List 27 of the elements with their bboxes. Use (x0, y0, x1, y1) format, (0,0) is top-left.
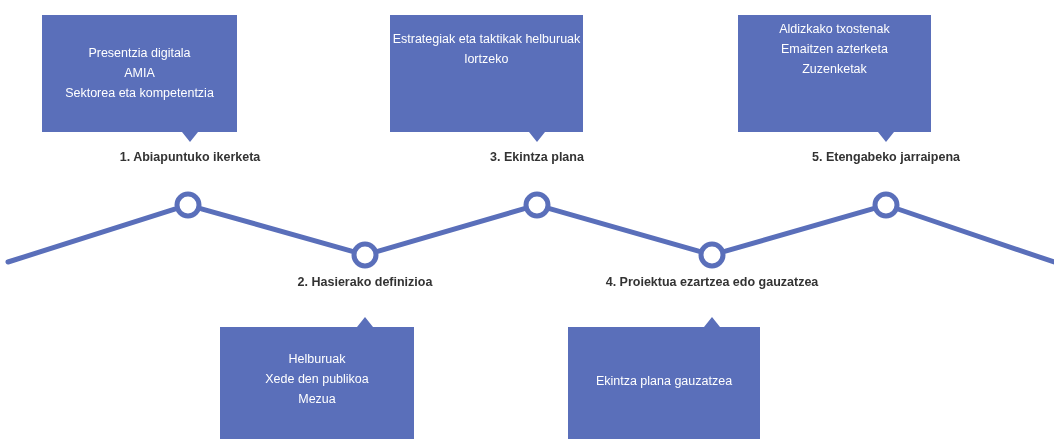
timeline-line (5, 206, 178, 265)
timeline-line (375, 206, 527, 254)
box-text: Xede den publikoa (264, 371, 370, 388)
timeline-line (722, 206, 876, 254)
box-text: Sektorea eta kompetentzia (64, 85, 215, 102)
box-text: Zuzenketak (801, 61, 868, 78)
box-text: Emaitzen azterketa (780, 41, 889, 58)
box-text: Helburuak (287, 351, 347, 368)
timeline-line (198, 206, 355, 254)
box-text: Estrategiak eta taktikak helburuak lortzeko (392, 31, 581, 68)
step-title: 3. Ekintza plana (490, 150, 584, 164)
timeline-line (547, 206, 702, 254)
box-text: AMIA (123, 65, 156, 82)
box-text: Ekintza plana gauzatzea (594, 373, 734, 390)
step-title: 4. Proiektua ezartzea edo gauzatzea (605, 275, 819, 289)
box-text: Presentzia digitala (87, 45, 192, 62)
timeline-marker (698, 241, 726, 269)
timeline-marker (872, 191, 900, 219)
timeline-marker (351, 241, 379, 269)
step-title: 5. Etengabeko jarraipena (812, 150, 960, 164)
timeline-marker (523, 191, 551, 219)
timeline-line (896, 207, 1054, 265)
box-text: Aldizkako txostenak (778, 21, 891, 38)
step-title: 2. Hasierako definizioa (297, 275, 433, 289)
timeline-marker (174, 191, 202, 219)
step-title: 1. Abiapuntuko ikerketa (119, 150, 261, 164)
box-text: Mezua (297, 391, 337, 408)
